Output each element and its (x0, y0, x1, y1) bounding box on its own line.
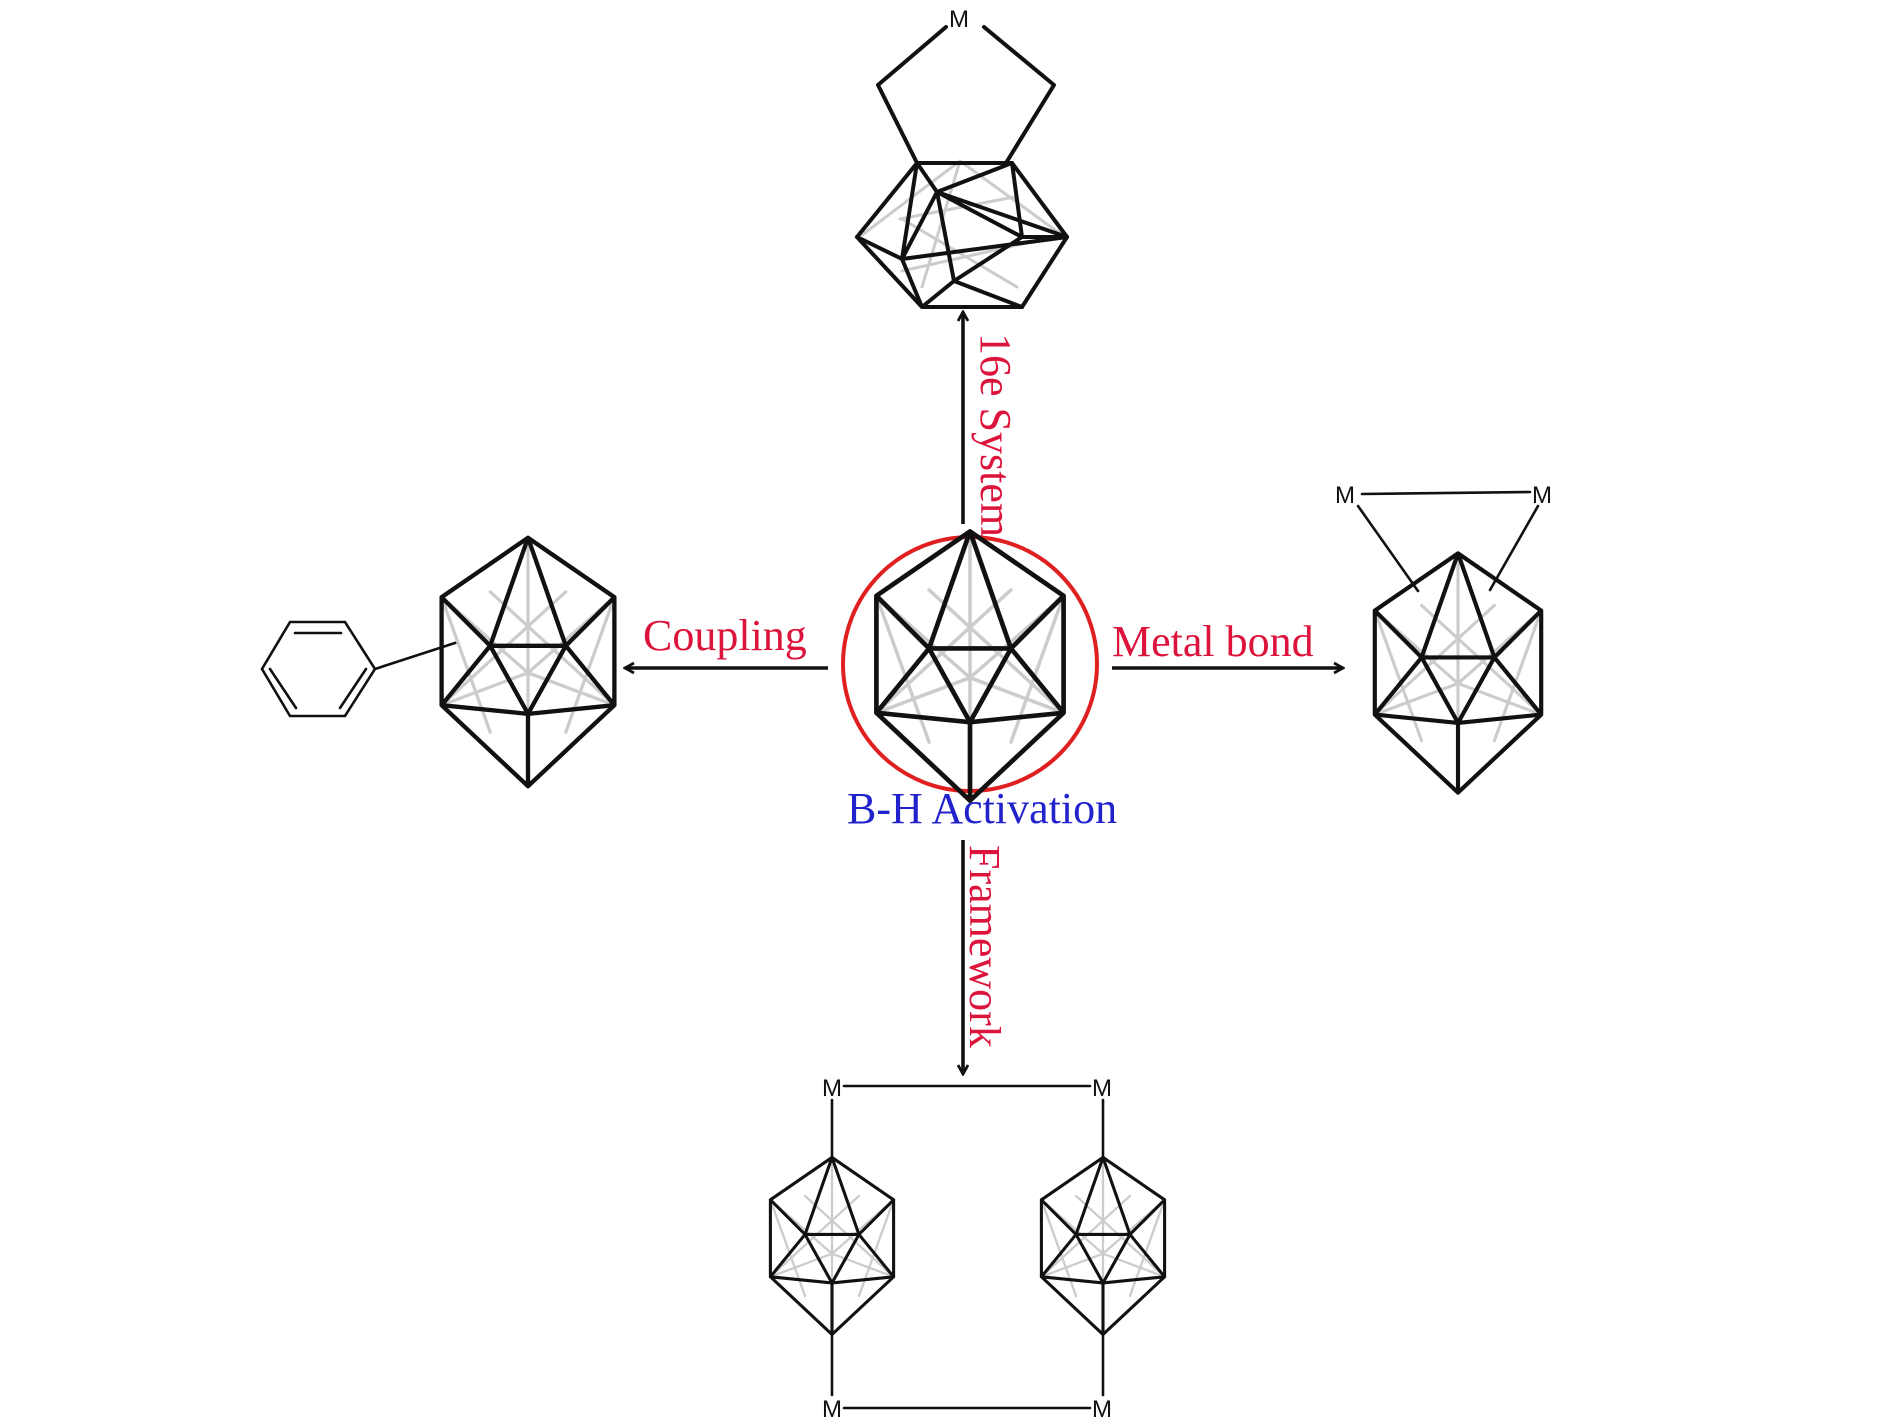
metal-cluster-bonds (1356, 504, 1540, 593)
phenyl-ring-icon (260, 620, 460, 718)
right-product: M M (1335, 482, 1552, 795)
metal-label-right-2: M (1532, 482, 1552, 509)
framework-cluster-left-icon (768, 1155, 896, 1337)
cluster-front-edges (768, 1155, 896, 1337)
left-cluster-icon (439, 535, 617, 789)
label-coupling: Coupling (643, 611, 807, 660)
right-cluster-icon (1372, 551, 1544, 795)
center-icosahedron-icon (874, 529, 1066, 803)
bottom-product: M M M M (768, 1075, 1167, 1417)
cluster-front-edges (1039, 1155, 1167, 1337)
label-metal-bond: Metal bond (1112, 617, 1314, 666)
framework-vertical-bonds (830, 1098, 1105, 1397)
left-product (260, 535, 617, 789)
label-bh-activation: B-H Activation (847, 784, 1117, 833)
metal-label-bottom-br: M (1092, 1396, 1112, 1417)
top-product: M (855, 6, 1069, 309)
cluster-front-edges (1372, 551, 1544, 795)
metal-label-top: M (949, 6, 969, 33)
cluster-front-edges (874, 529, 1066, 803)
framework-cluster-right-icon (1039, 1155, 1167, 1337)
label-framework: Framework (960, 845, 1009, 1048)
cluster-front-edges (439, 535, 617, 789)
center-carborane (841, 529, 1099, 803)
metal-label-bottom-tl: M (822, 1075, 842, 1102)
metal-label-right-1: M (1335, 482, 1355, 509)
top-product-cluster-icon (855, 159, 1069, 309)
metal-metal-bond (1360, 490, 1532, 496)
label-16e-system: 16e System (971, 333, 1020, 537)
metal-label-bottom-tr: M (1092, 1075, 1112, 1102)
metallacycle-ring (876, 25, 1056, 165)
metal-label-bottom-bl: M (822, 1396, 842, 1417)
